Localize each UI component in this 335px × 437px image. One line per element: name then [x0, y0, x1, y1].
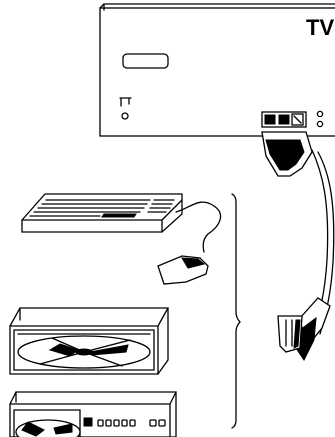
scart-socket-icon [262, 112, 306, 127]
television-icon: TV [100, 4, 335, 136]
mouse-icon [158, 256, 208, 284]
scart-plug-icon [278, 298, 330, 360]
disc-player-icon [10, 308, 168, 374]
receiver-icon [10, 392, 176, 437]
keyboard-icon [22, 194, 182, 232]
keyboard-cable [176, 202, 221, 252]
tv-label: TV [306, 15, 334, 40]
device-group-brace [232, 194, 240, 428]
receiver-buttons [98, 420, 165, 426]
scart-plug-icon [262, 132, 312, 176]
